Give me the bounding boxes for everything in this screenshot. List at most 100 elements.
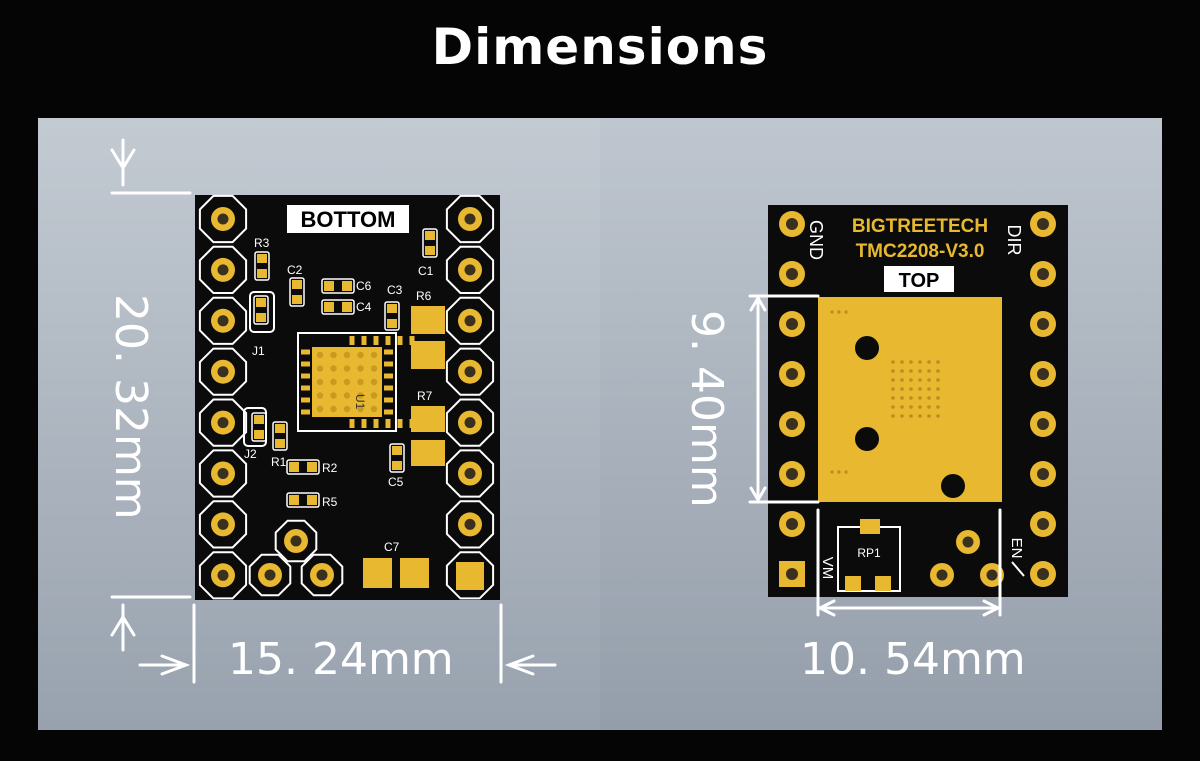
pad-via (927, 414, 931, 418)
bottom-extra-pins (248, 519, 344, 597)
ic-via (316, 405, 324, 413)
label-r3: R3 (254, 236, 270, 250)
ic-lead (397, 419, 403, 428)
top-left-pin-hole (786, 218, 798, 230)
c1-part-pad (425, 246, 435, 255)
pad-via (891, 387, 895, 391)
ic-via (370, 392, 378, 399)
bottom-label: BOTTOM (301, 207, 396, 232)
c3-part-pad (387, 304, 397, 313)
pad-via (891, 369, 895, 373)
ic-via (357, 378, 364, 386)
label-r7: R7 (417, 389, 433, 403)
bottom-board: BOTTOM U1 R3 C2 C6 C4 C3 R6 C1 J1 R7 J2 … (195, 194, 500, 600)
ic-lead (384, 373, 393, 379)
bottom-left-pin-header (198, 194, 248, 600)
brand-label: BIGTREETECH (852, 216, 988, 237)
pad-via (936, 414, 940, 418)
label-c2: C2 (287, 263, 303, 277)
pad-via (918, 369, 922, 373)
r1-part-pad (275, 424, 285, 433)
pad-via (936, 360, 940, 364)
bottom-left-pin-5-hole (217, 417, 229, 429)
ic-lead (385, 419, 391, 428)
ic-via (330, 351, 337, 359)
bottom-right-pin-3-hole (464, 315, 476, 327)
ic-lead (397, 336, 403, 345)
pad-via (909, 378, 913, 382)
top-label-box (884, 266, 954, 292)
top-left-pin-hole (786, 468, 798, 480)
pin-vm-label: VM (819, 557, 836, 580)
top-left-pin-hole (786, 518, 798, 530)
c2-part-pad (292, 295, 302, 304)
top-left-pin-header (779, 211, 805, 587)
rp1-pad-left (845, 576, 861, 591)
label-c5: C5 (388, 475, 404, 489)
pad-via (918, 396, 922, 400)
top-board: GND DIR BIGTREETECH TMC2208-V3.0 TOP RP1… (768, 205, 1068, 597)
bottom-right-pin-2-hole (464, 264, 476, 276)
label-c7: C7 (384, 540, 400, 554)
r5-part-outline (286, 492, 320, 508)
pad-via (909, 414, 913, 418)
c1-part-pad (425, 231, 435, 240)
pad-via (909, 405, 913, 409)
ic-lead (301, 349, 310, 355)
bottom-extra-pin-1-hole (290, 535, 302, 547)
r7-pad-1 (411, 406, 445, 432)
ic-lead (349, 419, 355, 428)
r7-pad-2 (411, 440, 445, 466)
ic-lead (384, 409, 393, 415)
c1-part-outline (422, 228, 438, 258)
bottom-label-box (287, 205, 409, 233)
top-width-dimension: 10. 54mm (800, 634, 1026, 685)
ic-via (316, 365, 324, 372)
ic-via (330, 405, 337, 413)
ic-lead (301, 409, 310, 415)
bottom-height-dimension: 20. 32mm (105, 294, 156, 520)
c4-part-outline (321, 299, 355, 315)
r6-pad-2 (411, 341, 445, 369)
j1-part-pad (256, 313, 266, 322)
label-c6: C6 (356, 279, 372, 293)
ic-via (343, 365, 351, 372)
c7-pad-1 (363, 558, 392, 588)
bottom-left-pin-3-hole (217, 315, 229, 327)
bottom-dimension-lines (110, 138, 557, 684)
c3-part-pad (387, 319, 397, 328)
top-dimension-lines (748, 294, 1002, 617)
bottom-extra-pin-3-hole (316, 569, 328, 581)
pin-dir-label: DIR (1004, 225, 1024, 256)
ic-via (370, 405, 378, 413)
pad-via (900, 369, 904, 373)
pad-via (830, 470, 834, 474)
label-r2: R2 (322, 461, 338, 475)
page-title: Dimensions (431, 18, 769, 76)
ic-via (370, 378, 378, 386)
top-extra-pin-hole (936, 569, 948, 581)
pad-via (909, 369, 913, 373)
ic-lead (301, 373, 310, 379)
pad-via (918, 405, 922, 409)
j2-outline (243, 407, 267, 447)
j1-part-outline (253, 295, 269, 325)
top-right-pin-hole (1037, 418, 1049, 430)
ic-via (330, 378, 337, 386)
pad-via (927, 369, 931, 373)
ic-lead (384, 397, 393, 403)
r5-part-pad (289, 495, 299, 505)
ic-lead (384, 361, 393, 367)
top-right-pin-hole (1037, 568, 1049, 580)
top-right-pin-hole (1037, 318, 1049, 330)
pad-via (936, 387, 940, 391)
bottom-right-pin-4-hole (464, 366, 476, 378)
pad-hole-1 (855, 336, 879, 360)
pad-via (936, 405, 940, 409)
c2-part-outline (289, 277, 305, 307)
pad-via (927, 360, 931, 364)
ic-lead (301, 397, 310, 403)
top-right-pin-hole (1037, 368, 1049, 380)
pad-via (918, 414, 922, 418)
